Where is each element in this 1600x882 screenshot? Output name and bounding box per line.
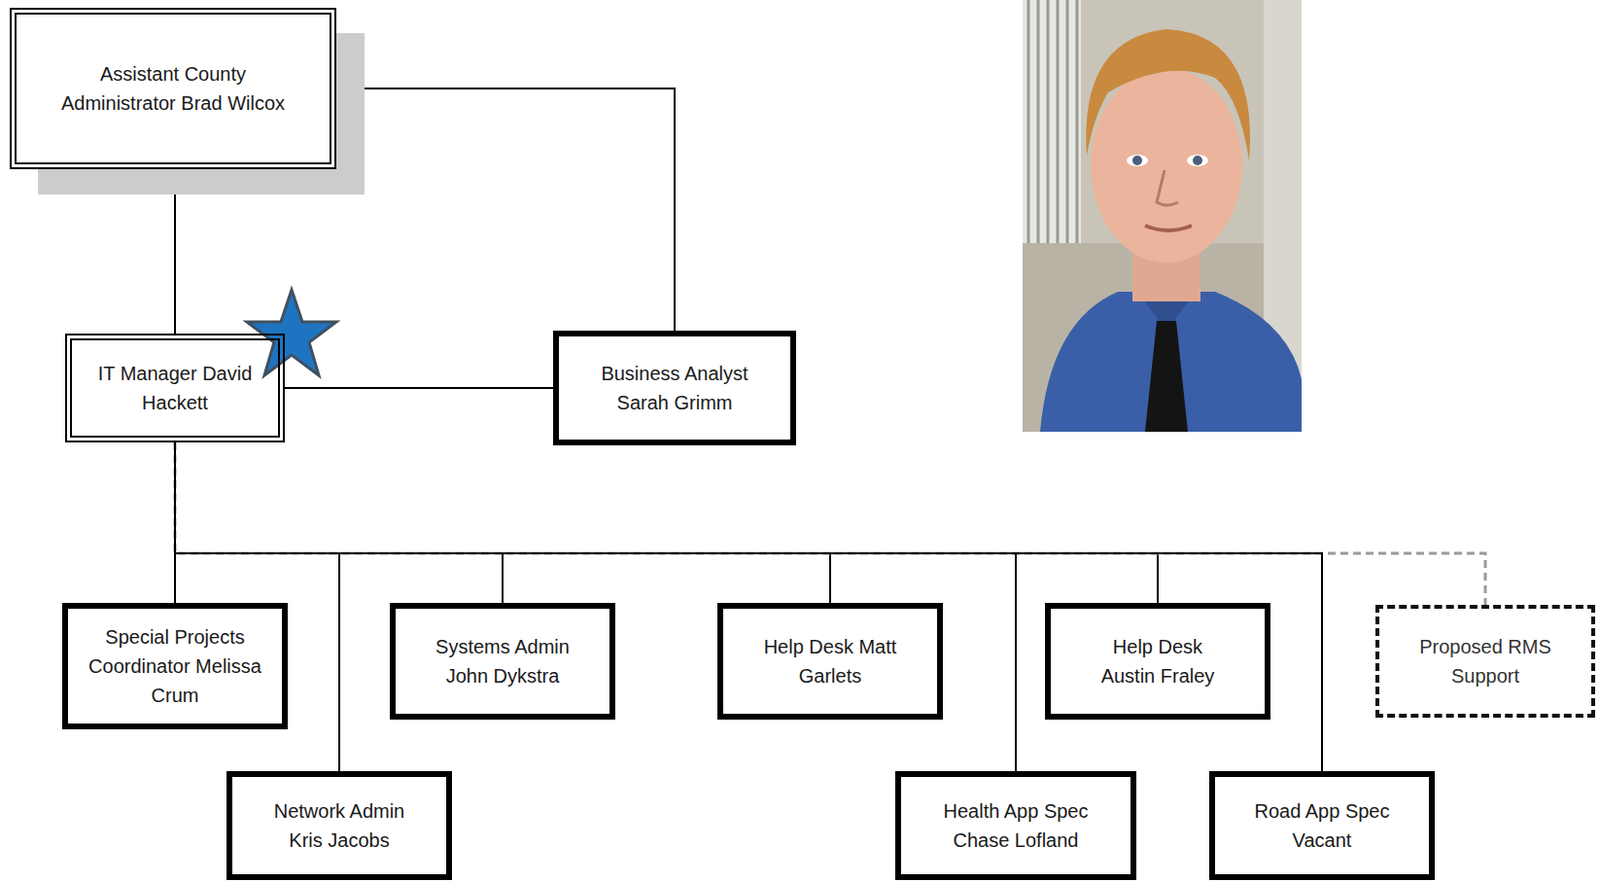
reporting-line — [284, 386, 554, 389]
reporting-line — [174, 442, 1158, 603]
position-box: Assistant County Administrator Brad Wilc… — [9, 7, 337, 170]
position-box: Systems Admin John Dykstra — [389, 602, 616, 720]
position-label: Assistant County Administrator Brad Wilc… — [51, 59, 295, 118]
position-label: Health App Spec Chase Lofland — [918, 796, 1114, 855]
position-box: Help Desk Austin Fraley — [1044, 602, 1271, 720]
reporting-line — [174, 442, 1486, 605]
position-label: Business Analyst Sarah Grimm — [577, 358, 772, 418]
position-label: Systems Admin John Dykstra — [415, 631, 591, 691]
proposed-position-box: Proposed RMS Support — [1375, 604, 1596, 718]
position-label: Road App Spec Vacant — [1239, 796, 1405, 855]
highlight-star — [246, 289, 337, 376]
position-label: Help Desk Matt Garlets — [757, 631, 904, 691]
position-label: Proposed RMS Support — [1412, 631, 1559, 691]
position-label: Special Projects Coordinator Melissa Cru… — [87, 622, 263, 710]
reporting-line — [174, 442, 1016, 771]
reporting-line — [173, 169, 176, 334]
position-box: Road App Spec Vacant — [1209, 770, 1435, 880]
position-box: Business Analyst Sarah Grimm — [553, 330, 797, 446]
reporting-line — [174, 442, 1322, 771]
reporting-line — [174, 442, 831, 603]
position-box: IT Manager David Hackett — [65, 333, 285, 443]
portrait-photo — [1022, 0, 1302, 432]
reporting-line — [336, 88, 675, 331]
position-box: Special Projects Coordinator Melissa Cru… — [62, 602, 288, 730]
position-label: Help Desk Austin Fraley — [1084, 631, 1231, 691]
position-box: Network Admin Kris Jacobs — [226, 770, 453, 880]
position-box: Health App Spec Chase Lofland — [895, 770, 1137, 880]
position-label: Network Admin Kris Jacobs — [261, 796, 418, 855]
position-box: Help Desk Matt Garlets — [717, 602, 943, 720]
position-label: IT Manager David Hackett — [92, 358, 258, 418]
